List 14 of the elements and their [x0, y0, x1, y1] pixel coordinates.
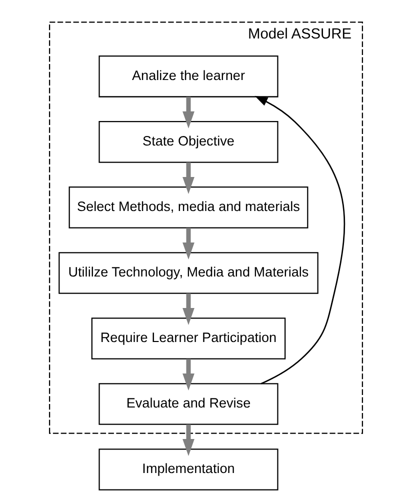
arrow	[182, 96, 194, 128]
node-box: Analize the learner	[98, 56, 278, 98]
arrow	[182, 162, 194, 194]
node-box: Select Methods, media and materials	[68, 186, 308, 228]
arrow	[182, 293, 194, 325]
node-box: Evaluate and Revise	[98, 383, 278, 425]
node-box: Utililze Technology, Media and Materials	[58, 252, 318, 294]
arrow	[182, 424, 194, 456]
arrow	[182, 228, 194, 260]
arrow	[182, 358, 194, 390]
arrow	[254, 96, 346, 384]
node-box: Implementation	[98, 448, 278, 490]
node-box: State Objective	[98, 121, 278, 163]
node-box: Require Learner Participation	[91, 318, 286, 360]
